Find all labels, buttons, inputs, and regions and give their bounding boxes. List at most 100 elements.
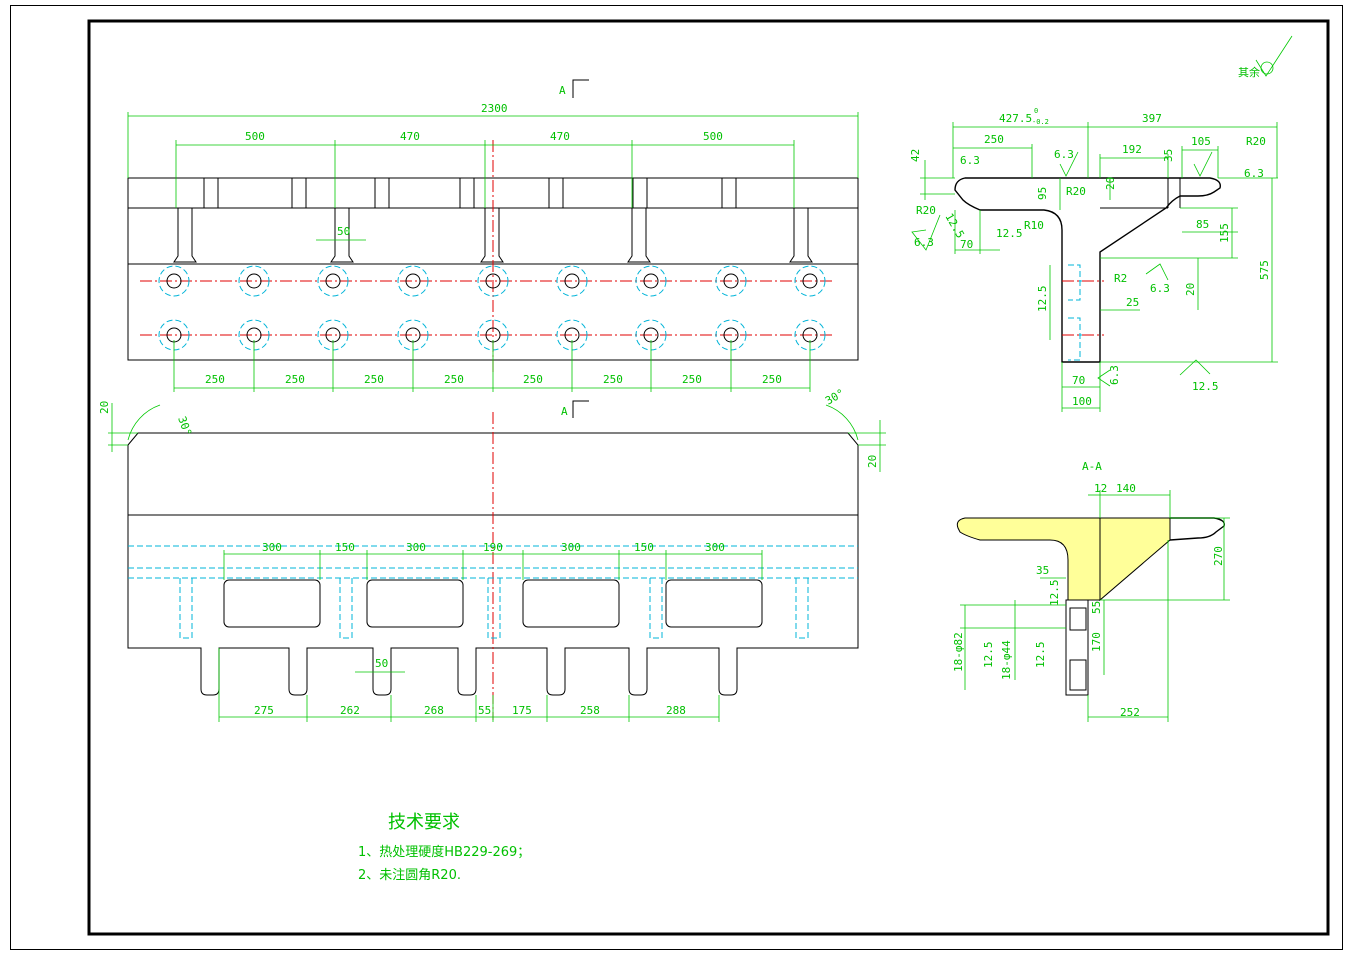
dim-aa-125-a: 12.5: [1048, 580, 1061, 607]
dim-window-5: 300: [561, 541, 581, 554]
dim-side-r10: R10: [1024, 219, 1044, 232]
dim-side-250: 250: [984, 133, 1004, 146]
dim-side-20-r: 20: [1184, 283, 1197, 296]
general-roughness: 其余: [1238, 35, 1293, 79]
dim-top-span-1: 500: [245, 130, 265, 143]
dim-top-span-4: 500: [703, 130, 723, 143]
dim-bottom-5: 175: [512, 704, 532, 717]
section-marker-mid: A: [561, 400, 589, 418]
dim-chamfer-right: 20: [866, 455, 879, 468]
dim-aa-270: 270: [1212, 546, 1225, 566]
dim-hole-spacing-3: 250: [364, 373, 384, 386]
requirement-1: 1、热处理硬度HB229-269；: [358, 844, 530, 860]
svg-text:A: A: [561, 405, 568, 418]
bolt-hole: [643, 273, 659, 289]
requirements-title: 技术要求: [388, 812, 460, 833]
dim-chamfer-left: 20: [98, 401, 111, 414]
dim-side-95: 95: [1036, 187, 1049, 200]
dim-rib-width-bottom: 50: [375, 657, 388, 670]
bolt-hole-outer: [238, 265, 270, 297]
dim-side-100: 100: [1072, 395, 1092, 408]
dim-aa-125-c: 12.5: [1034, 642, 1047, 669]
dim-side-42: 42: [909, 149, 922, 162]
dim-side-63-lower: 6.3: [1108, 365, 1121, 385]
dim-aa-12: 12: [1094, 482, 1107, 495]
svg-text:其余: 其余: [1238, 65, 1260, 79]
dim-side-r20-left: R20: [916, 204, 936, 217]
dim-bottom-3: 268: [424, 704, 444, 717]
dim-window-7: 300: [705, 541, 725, 554]
dim-bottom-4: 55: [478, 704, 491, 717]
svg-text:A: A: [559, 84, 566, 97]
dim-hole-spacing-8: 250: [762, 373, 782, 386]
dim-window-1: 300: [262, 541, 282, 554]
dim-side-35: 35: [1162, 149, 1175, 162]
side-view: 427.5 0 -0.2 397 250 192 105 R20 6.3 42 …: [909, 107, 1278, 412]
dim-side-r20-mid: R20: [1066, 185, 1086, 198]
dim-side-63-b: 6.3: [960, 154, 980, 167]
dim-aa-170: 170: [1090, 632, 1103, 652]
bolt-hole: [246, 273, 262, 289]
dim-side-70: 70: [960, 238, 973, 251]
dim-side-85: 85: [1196, 218, 1209, 231]
dim-bottom-1: 275: [254, 704, 274, 717]
dim-side-63-mid: 6.3: [1054, 148, 1074, 161]
dim-side-125-b: 12.5: [996, 227, 1023, 240]
front-view: 2300 500 470 470 500 50 250 250 250 250 …: [127, 102, 859, 392]
dim-hole-spacing-5: 250: [523, 373, 543, 386]
dim-bottom-2: 262: [340, 704, 360, 717]
dim-side-63-r: 6.3: [1150, 282, 1170, 295]
dim-side-397: 397: [1142, 112, 1162, 125]
section-aa-title: A-A: [1082, 460, 1102, 473]
dim-hole-spacing-6: 250: [603, 373, 623, 386]
bolt-hole-outer: [635, 265, 667, 297]
dim-top-span-2: 470: [400, 130, 420, 143]
dim-hole-spacing-1: 250: [205, 373, 225, 386]
tol-sub: -0.2: [1032, 118, 1049, 126]
dim-aa-252: 252: [1120, 706, 1140, 719]
bolt-hole-outer: [715, 265, 747, 297]
section-aa: A-A 12 140 270 35 12.5: [952, 460, 1230, 722]
dim-overall: 2300: [481, 102, 508, 115]
tol-sup: 0: [1034, 107, 1038, 115]
bolt-hole: [405, 273, 421, 289]
dim-angle-right: 30°: [823, 386, 847, 407]
dim-side-4275: 427.5: [999, 112, 1032, 125]
dim-side-105: 105: [1191, 135, 1211, 148]
dim-rib-width: 50: [337, 225, 350, 238]
dim-side-575: 575: [1258, 260, 1271, 280]
dim-side-125-a: 12.5: [942, 211, 967, 240]
dim-side-192: 192: [1122, 143, 1142, 156]
dim-aa-140: 140: [1116, 482, 1136, 495]
bolt-hole: [485, 273, 501, 289]
technical-requirements: 技术要求 1、热处理硬度HB229-269； 2、未注圆角R20.: [358, 812, 530, 883]
dim-aa-35: 35: [1036, 564, 1049, 577]
bolt-hole-outer: [397, 265, 429, 297]
dim-side-63-left: 6.3: [914, 236, 934, 249]
dim-aa-phi82: 18-φ82: [952, 632, 965, 672]
bolt-hole-outer: [158, 265, 190, 297]
bolt-hole: [166, 273, 182, 289]
dim-aa-phi44: 18-φ44: [1000, 640, 1013, 680]
dim-aa-55: 55: [1090, 601, 1103, 614]
dim-side-20-mid: 20: [1104, 177, 1117, 190]
bolt-hole-outer: [794, 265, 826, 297]
dim-window-4: 190: [483, 541, 503, 554]
dim-side-70-b: 70: [1072, 374, 1085, 387]
dim-side-125-d: 12.5: [1192, 380, 1219, 393]
requirement-2: 2、未注圆角R20.: [358, 868, 461, 883]
dim-window-3: 300: [406, 541, 426, 554]
bolt-hole-outer: [477, 265, 509, 297]
dim-side-r2: R2: [1114, 272, 1127, 285]
bolt-hole-outer: [556, 265, 588, 297]
dim-bottom-7: 288: [666, 704, 686, 717]
bolt-hole: [564, 273, 580, 289]
dim-hole-spacing-7: 250: [682, 373, 702, 386]
bolt-hole: [802, 273, 818, 289]
dim-bottom-6: 258: [580, 704, 600, 717]
bolt-hole: [723, 273, 739, 289]
outer-frame: [10, 5, 1343, 950]
dim-side-25: 25: [1126, 296, 1139, 309]
inner-frame: [87, 19, 1330, 936]
